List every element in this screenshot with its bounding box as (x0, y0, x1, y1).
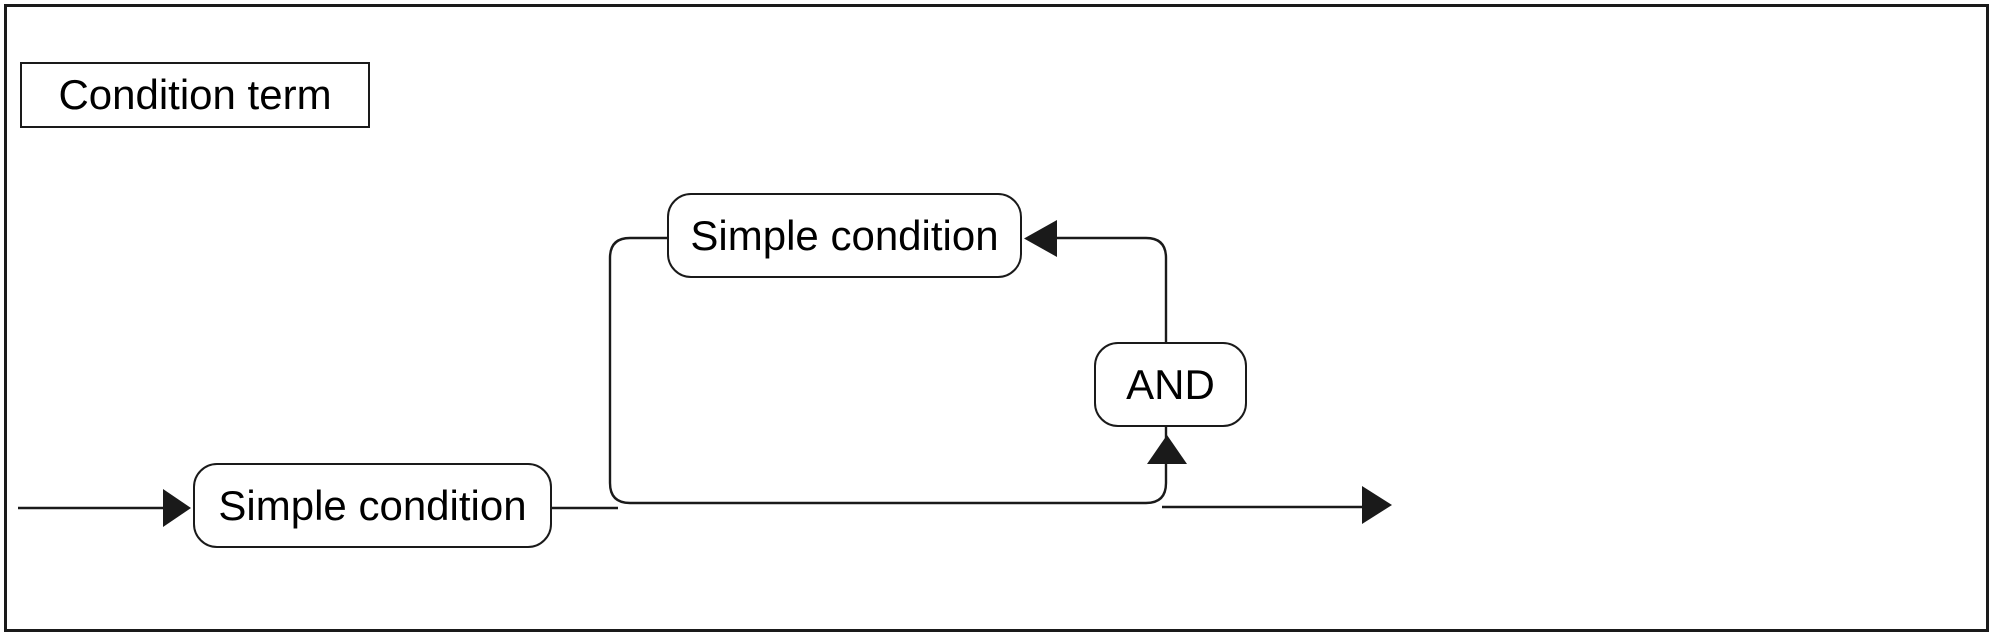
node-label: Simple condition (218, 481, 527, 529)
loop-top-right-line (1056, 236, 1168, 342)
node-label: AND (1126, 360, 1215, 408)
diagram-title: Condition term (58, 71, 332, 118)
loop-return-line (608, 236, 1168, 505)
diagram-border (4, 4, 1989, 632)
loop-arrow-up-icon (1147, 435, 1187, 464)
entry-arrow-icon (163, 489, 191, 527)
loop-arrow-left-icon (1024, 220, 1057, 257)
node-and-operator: AND (1094, 342, 1247, 427)
exit-arrow-icon (1362, 486, 1392, 524)
node-label: Simple condition (690, 211, 999, 259)
node-simple-condition-repeat: Simple condition (667, 193, 1022, 278)
node-simple-condition-main: Simple condition (193, 463, 552, 548)
diagram-title-box: Condition term (20, 62, 370, 128)
